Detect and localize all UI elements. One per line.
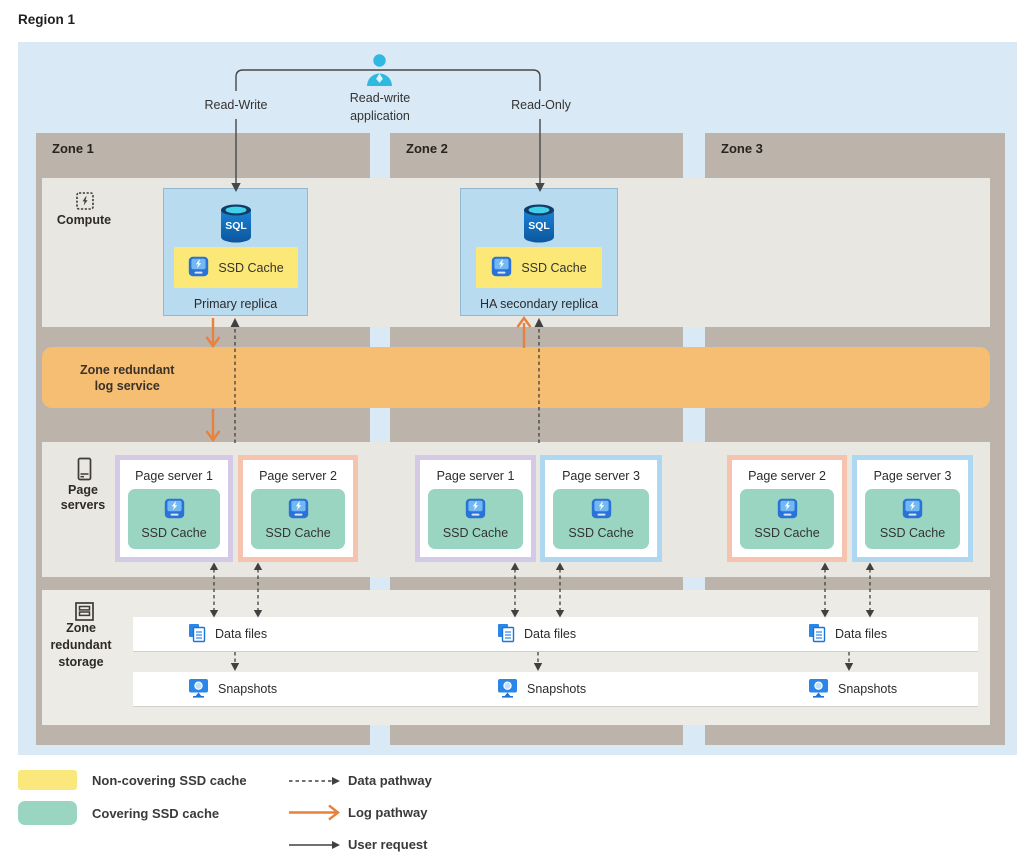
covering-ssd-cache: SSD Cache [865, 489, 960, 549]
data-files-icon [497, 623, 515, 646]
data-files-bar: Data files Data files Data files [133, 617, 978, 652]
compute-label: Compute [56, 213, 112, 227]
storage-label: Zone redundant storage [50, 621, 112, 669]
ssd-disk-icon [902, 498, 923, 522]
data-pathway-arrow-sample [288, 774, 344, 792]
application-label: Read-write application [349, 91, 411, 123]
ha-secondary-replica-box: SQL SSD Cache HA secondary replica [460, 188, 618, 316]
zone2-title: Zone 2 [406, 141, 448, 156]
snapshots-icon [188, 678, 209, 701]
ssd-cache-label: SSD Cache [568, 526, 634, 540]
log-pathway-legend-label: Log pathway [348, 805, 428, 820]
snapshots-icon [497, 678, 518, 701]
ssd-cache-label: SSD Cache [442, 526, 509, 540]
log-service-label: Zone redundant log service [80, 362, 175, 393]
read-only-label: Read-Only [511, 98, 571, 112]
non-covering-cache-swatch [18, 770, 77, 790]
read-write-label: Read-Write [204, 98, 268, 112]
user-request-arrow-sample [288, 838, 344, 856]
covering-ssd-cache: SSD Cache [251, 489, 345, 549]
snapshots-label: Snapshots [527, 682, 587, 696]
data-pathway-legend-label: Data pathway [348, 773, 432, 788]
page-server-box: Page server 2 SSD Cache [727, 455, 847, 562]
data-files-item: Data files [188, 617, 267, 651]
page-servers-label: Page servers [60, 483, 106, 512]
log-pathway-arrow-sample [288, 804, 346, 826]
page-server-title: Page server 1 [436, 469, 515, 483]
covering-ssd-cache: SSD Cache [553, 489, 649, 549]
storage-icon [74, 601, 95, 627]
region-container: Zone 1 Zone 2 Zone 3 Zone redundant log … [18, 42, 1017, 755]
non-covering-ssd-cache: SSD Cache [476, 247, 602, 288]
snapshots-bar: Snapshots Snapshots Snapshots [133, 672, 978, 707]
sql-database-icon: SQL [521, 202, 557, 249]
ssd-cache-label: SSD Cache [521, 260, 587, 275]
zone3-title: Zone 3 [721, 141, 763, 156]
snapshots-label: Snapshots [838, 682, 898, 696]
data-files-item: Data files [808, 617, 887, 651]
data-files-label: Data files [835, 627, 888, 641]
snapshots-item: Snapshots [188, 672, 277, 706]
page-server-title: Page server 3 [873, 469, 952, 483]
user-request-legend-label: User request [348, 837, 428, 852]
ssd-disk-icon [288, 498, 309, 522]
user-person-icon [363, 53, 396, 92]
svg-text:SQL: SQL [225, 220, 247, 232]
ssd-cache-label: SSD Cache [265, 526, 331, 540]
svg-text:SQL: SQL [528, 220, 550, 232]
page-server-title: Page server 1 [135, 469, 213, 483]
ssd-disk-icon [591, 498, 612, 522]
data-files-icon [188, 623, 206, 646]
covering-cache-swatch [18, 801, 77, 825]
covering-ssd-cache: SSD Cache [428, 489, 523, 549]
data-files-label: Data files [215, 627, 268, 641]
covering-cache-legend-label: Covering SSD cache [92, 806, 220, 821]
page-server-title: Page server 2 [748, 469, 826, 483]
snapshots-icon [808, 678, 829, 701]
page-server-box: Page server 3 SSD Cache [540, 455, 662, 562]
ha-secondary-replica-label: HA secondary replica [479, 297, 599, 311]
ssd-disk-icon [465, 498, 486, 522]
ssd-cache-label: SSD Cache [218, 260, 284, 275]
page-server-box: Page server 2 SSD Cache [238, 455, 358, 562]
covering-ssd-cache: SSD Cache [740, 489, 834, 549]
ssd-disk-icon [491, 256, 512, 280]
ssd-disk-icon [777, 498, 798, 522]
log-service-band: Zone redundant log service [42, 347, 990, 408]
data-files-item: Data files [497, 617, 576, 651]
non-covering-cache-legend-label: Non-covering SSD cache [92, 773, 247, 788]
page-server-box: Page server 1 SSD Cache [115, 455, 233, 562]
snapshots-item: Snapshots [497, 672, 586, 706]
ssd-disk-icon [188, 256, 209, 280]
non-covering-ssd-cache: SSD Cache [174, 247, 298, 288]
sql-database-icon: SQL [218, 202, 254, 249]
covering-ssd-cache: SSD Cache [128, 489, 220, 549]
ssd-cache-label: SSD Cache [141, 526, 207, 540]
page-server-icon [76, 457, 93, 487]
ssd-disk-icon [164, 498, 185, 522]
page-server-title: Page server 2 [259, 469, 337, 483]
ssd-cache-label: SSD Cache [754, 526, 820, 540]
ssd-cache-label: SSD Cache [879, 526, 946, 540]
page-server-box: Page server 1 SSD Cache [415, 455, 536, 562]
page-server-title: Page server 3 [562, 469, 640, 483]
region-label: Region 1 [18, 12, 76, 27]
primary-replica-box: SQL SSD Cache Primary replica [163, 188, 308, 316]
data-files-icon [808, 623, 826, 646]
snapshots-item: Snapshots [808, 672, 897, 706]
primary-replica-label: Primary replica [193, 297, 278, 311]
snapshots-label: Snapshots [218, 682, 278, 696]
page-server-box: Page server 3 SSD Cache [852, 455, 973, 562]
zone1-title: Zone 1 [52, 141, 94, 156]
data-files-label: Data files [524, 627, 577, 641]
compute-chip-icon [75, 191, 95, 216]
